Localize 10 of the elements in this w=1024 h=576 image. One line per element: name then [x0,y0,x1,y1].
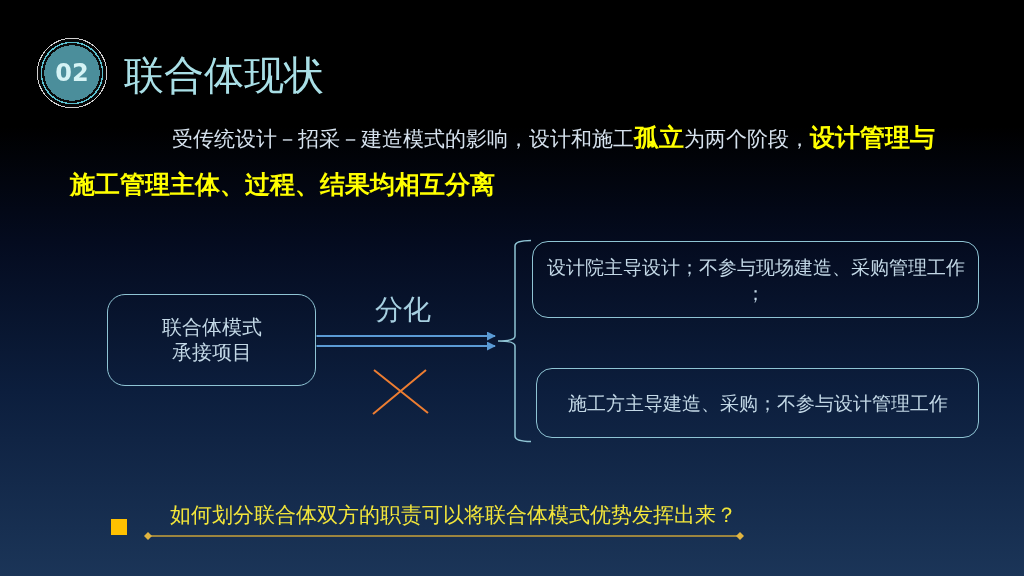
arrow [315,331,496,341]
arrow [315,341,496,351]
rounded-box: 联合体模式承接项目 [107,294,316,386]
intro-paragraph: 受传统设计－招采－建造模式的影响，设计和施工孤立为两个阶段，设计管理与施工管理主体、过程、结果均相互分离 [70,122,936,201]
rounded-box: 施工方主导建造、采购；不参与设计管理工作 [536,368,979,438]
edge-label: 分化 [375,292,431,328]
curly-brace [496,239,532,443]
rounded-box: 设计院主导设计；不参与现场建造、采购管理工作； [532,241,979,318]
question-text: 如何划分联合体双方的职责可以将联合体模式优势发挥出来？ [170,502,737,529]
slide-title: 联合体现状 [124,51,324,100]
